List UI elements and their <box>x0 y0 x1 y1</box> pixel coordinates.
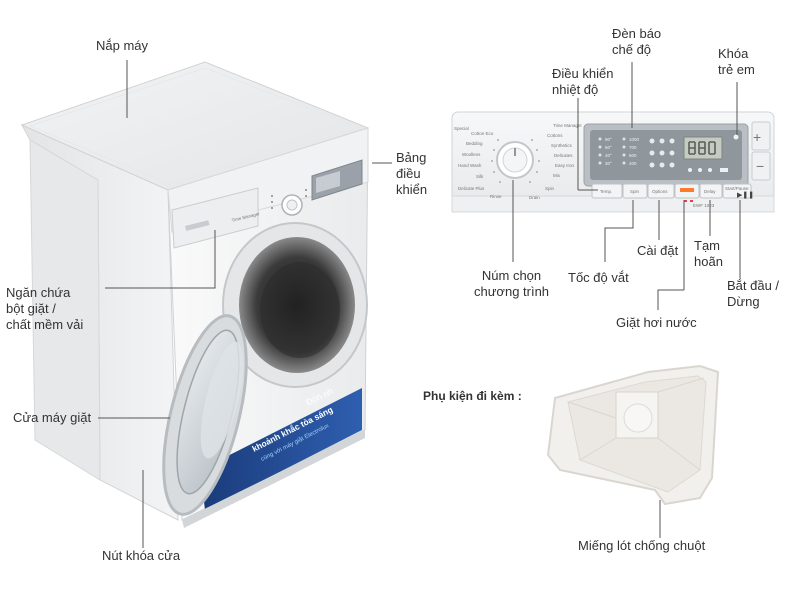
label-ngan-chua: Ngăn chứa bột giặt / chất mềm vải <box>6 285 83 333</box>
label-tam-hoan-line1: Tạm <box>694 238 720 253</box>
label-tam-hoan: Tạm hoãn <box>694 238 723 270</box>
options-button-label: Options <box>652 189 668 194</box>
label-bat-dau-dung: Bắt đầu / Dừng <box>727 278 779 310</box>
speed-label: 1000 <box>629 137 640 142</box>
label-num-chon: Núm chọn chương trình <box>474 268 549 300</box>
leader-lines-panel <box>512 62 741 310</box>
leader-toc-do-vat <box>604 200 634 262</box>
leader-lines-machine <box>98 60 392 548</box>
label-ngan-chua-line2: bột giặt / <box>6 301 56 316</box>
temp-indicators: 90° 60° 40° 30° <box>598 137 612 166</box>
label-ngan-chua-line1: Ngăn chứa <box>6 285 71 300</box>
program-labels-right: Time Manager Cottons Synthetics Delicate… <box>529 123 582 200</box>
label-khoa-line2: trẻ em <box>718 62 755 77</box>
label-bang-line1: Bảng <box>396 150 427 165</box>
svg-text:▶❚❚: ▶❚❚ <box>737 191 754 199</box>
program-label: Bedding <box>466 141 483 146</box>
label-cua-may-giat: Cửa máy giặt <box>13 410 92 425</box>
label-num-chon-line1: Núm chọn <box>481 268 542 283</box>
program-label: Synthetics <box>551 143 573 148</box>
label-dieu-khien-nhiet-do: Điều khiển nhiệt độ <box>552 66 613 98</box>
label-toc-do-vat: Tốc độ vắt <box>568 270 629 285</box>
washing-machine: Đón nh khoảnh khắc tỏa sáng cùng với máy… <box>20 61 370 528</box>
model-number: EWF 1023 <box>693 203 715 208</box>
control-panel-closeup: Special Cotton Eco Bedding Woollens Hand… <box>451 111 775 213</box>
program-label: Rinse <box>490 194 502 199</box>
speed-indicators: 1000 700 600 400 <box>622 137 640 166</box>
start-pause-button <box>722 183 752 199</box>
spin-button <box>622 183 648 199</box>
leader-ngan-chua <box>105 230 216 289</box>
label-bat-dau-line2: Dừng <box>727 294 760 309</box>
program-label: Delicate Plus <box>458 186 485 191</box>
program-label: Hand Wash <box>458 163 482 168</box>
temp-label: 60° <box>605 145 612 150</box>
minus-button <box>751 151 771 181</box>
label-khoa-tre-em: Khóa trẻ em <box>718 46 755 78</box>
label-nut-khoa-cua: Nút khóa cửa <box>102 548 181 563</box>
program-label: Cottons <box>547 133 563 138</box>
child-lock-indicator <box>733 134 739 140</box>
program-label: Silk <box>476 174 484 179</box>
plus-button <box>751 121 771 151</box>
label-giat-hoi-nuoc: Giặt hơi nước <box>616 315 697 330</box>
spin-button-label: Spin <box>630 189 640 194</box>
label-den-bao-line1: Đèn báo <box>612 26 662 41</box>
program-label: Woollens <box>462 152 481 157</box>
svg-text:−: − <box>756 158 764 174</box>
program-label: Time Manager <box>553 123 582 128</box>
label-den-bao-che-do: Đèn báo chế độ <box>612 26 661 58</box>
start-pause-label: Start/Pause <box>725 186 749 191</box>
svg-text:+: + <box>753 129 761 145</box>
anti-rat-plate <box>546 364 720 506</box>
program-label: Delicates <box>554 153 573 158</box>
label-bang-dieu-khien: Bảng điều khiển <box>396 150 427 198</box>
temp-button <box>591 183 623 199</box>
detergent-drawer <box>171 187 259 249</box>
label-den-bao-line2: chế độ <box>612 42 652 57</box>
delay-button-label: Delay <box>704 189 716 194</box>
program-label: Easy Iron <box>555 163 575 168</box>
label-nap-may: Nắp máy <box>96 38 149 53</box>
temp-button-label: Temp. <box>600 189 612 194</box>
delay-button <box>699 183 723 199</box>
program-label: Special <box>454 126 469 131</box>
temp-label: 40° <box>605 153 612 158</box>
program-label: Spin <box>545 186 555 191</box>
speed-label: 700 <box>629 145 637 150</box>
label-bat-dau-line1: Bắt đầu / <box>727 278 780 293</box>
panel-buttons: Temp. Spin Options Delay Start/Pause ▶❚❚ <box>591 183 754 199</box>
mode-indicator-icons <box>649 138 675 168</box>
label-ngan-chua-line3: chất mềm vải <box>6 317 84 332</box>
label-cai-dat: Cài đặt <box>637 243 679 258</box>
temp-label: 90° <box>605 137 612 142</box>
program-label: Drain <box>529 195 540 200</box>
promo-band <box>200 388 362 510</box>
label-bang-line3: khiển <box>396 182 428 197</box>
label-khoa-line1: Khóa <box>718 46 749 61</box>
temp-label: 30° <box>605 161 612 166</box>
label-tam-hoan-line2: hoãn <box>694 254 723 269</box>
program-labels-left: Special Cotton Eco Bedding Woollens Hand… <box>454 126 502 199</box>
speed-label: 400 <box>629 161 637 166</box>
label-bang-line2: điều <box>396 166 421 181</box>
label-nhiet-do-line2: nhiệt độ <box>552 82 599 97</box>
options-button <box>647 183 675 199</box>
label-mieng-lot: Miếng lót chống chuột <box>578 538 706 553</box>
label-num-chon-line2: chương trình <box>474 284 550 299</box>
machine-brand-text: Time Manager <box>231 211 261 223</box>
program-label: Mix <box>553 173 561 178</box>
label-phu-kien: Phụ kiện đi kèm : <box>423 389 522 403</box>
program-label: Cotton Eco <box>471 131 494 136</box>
speed-label: 600 <box>629 153 637 158</box>
label-nhiet-do-line1: Điều khiển <box>552 66 614 81</box>
